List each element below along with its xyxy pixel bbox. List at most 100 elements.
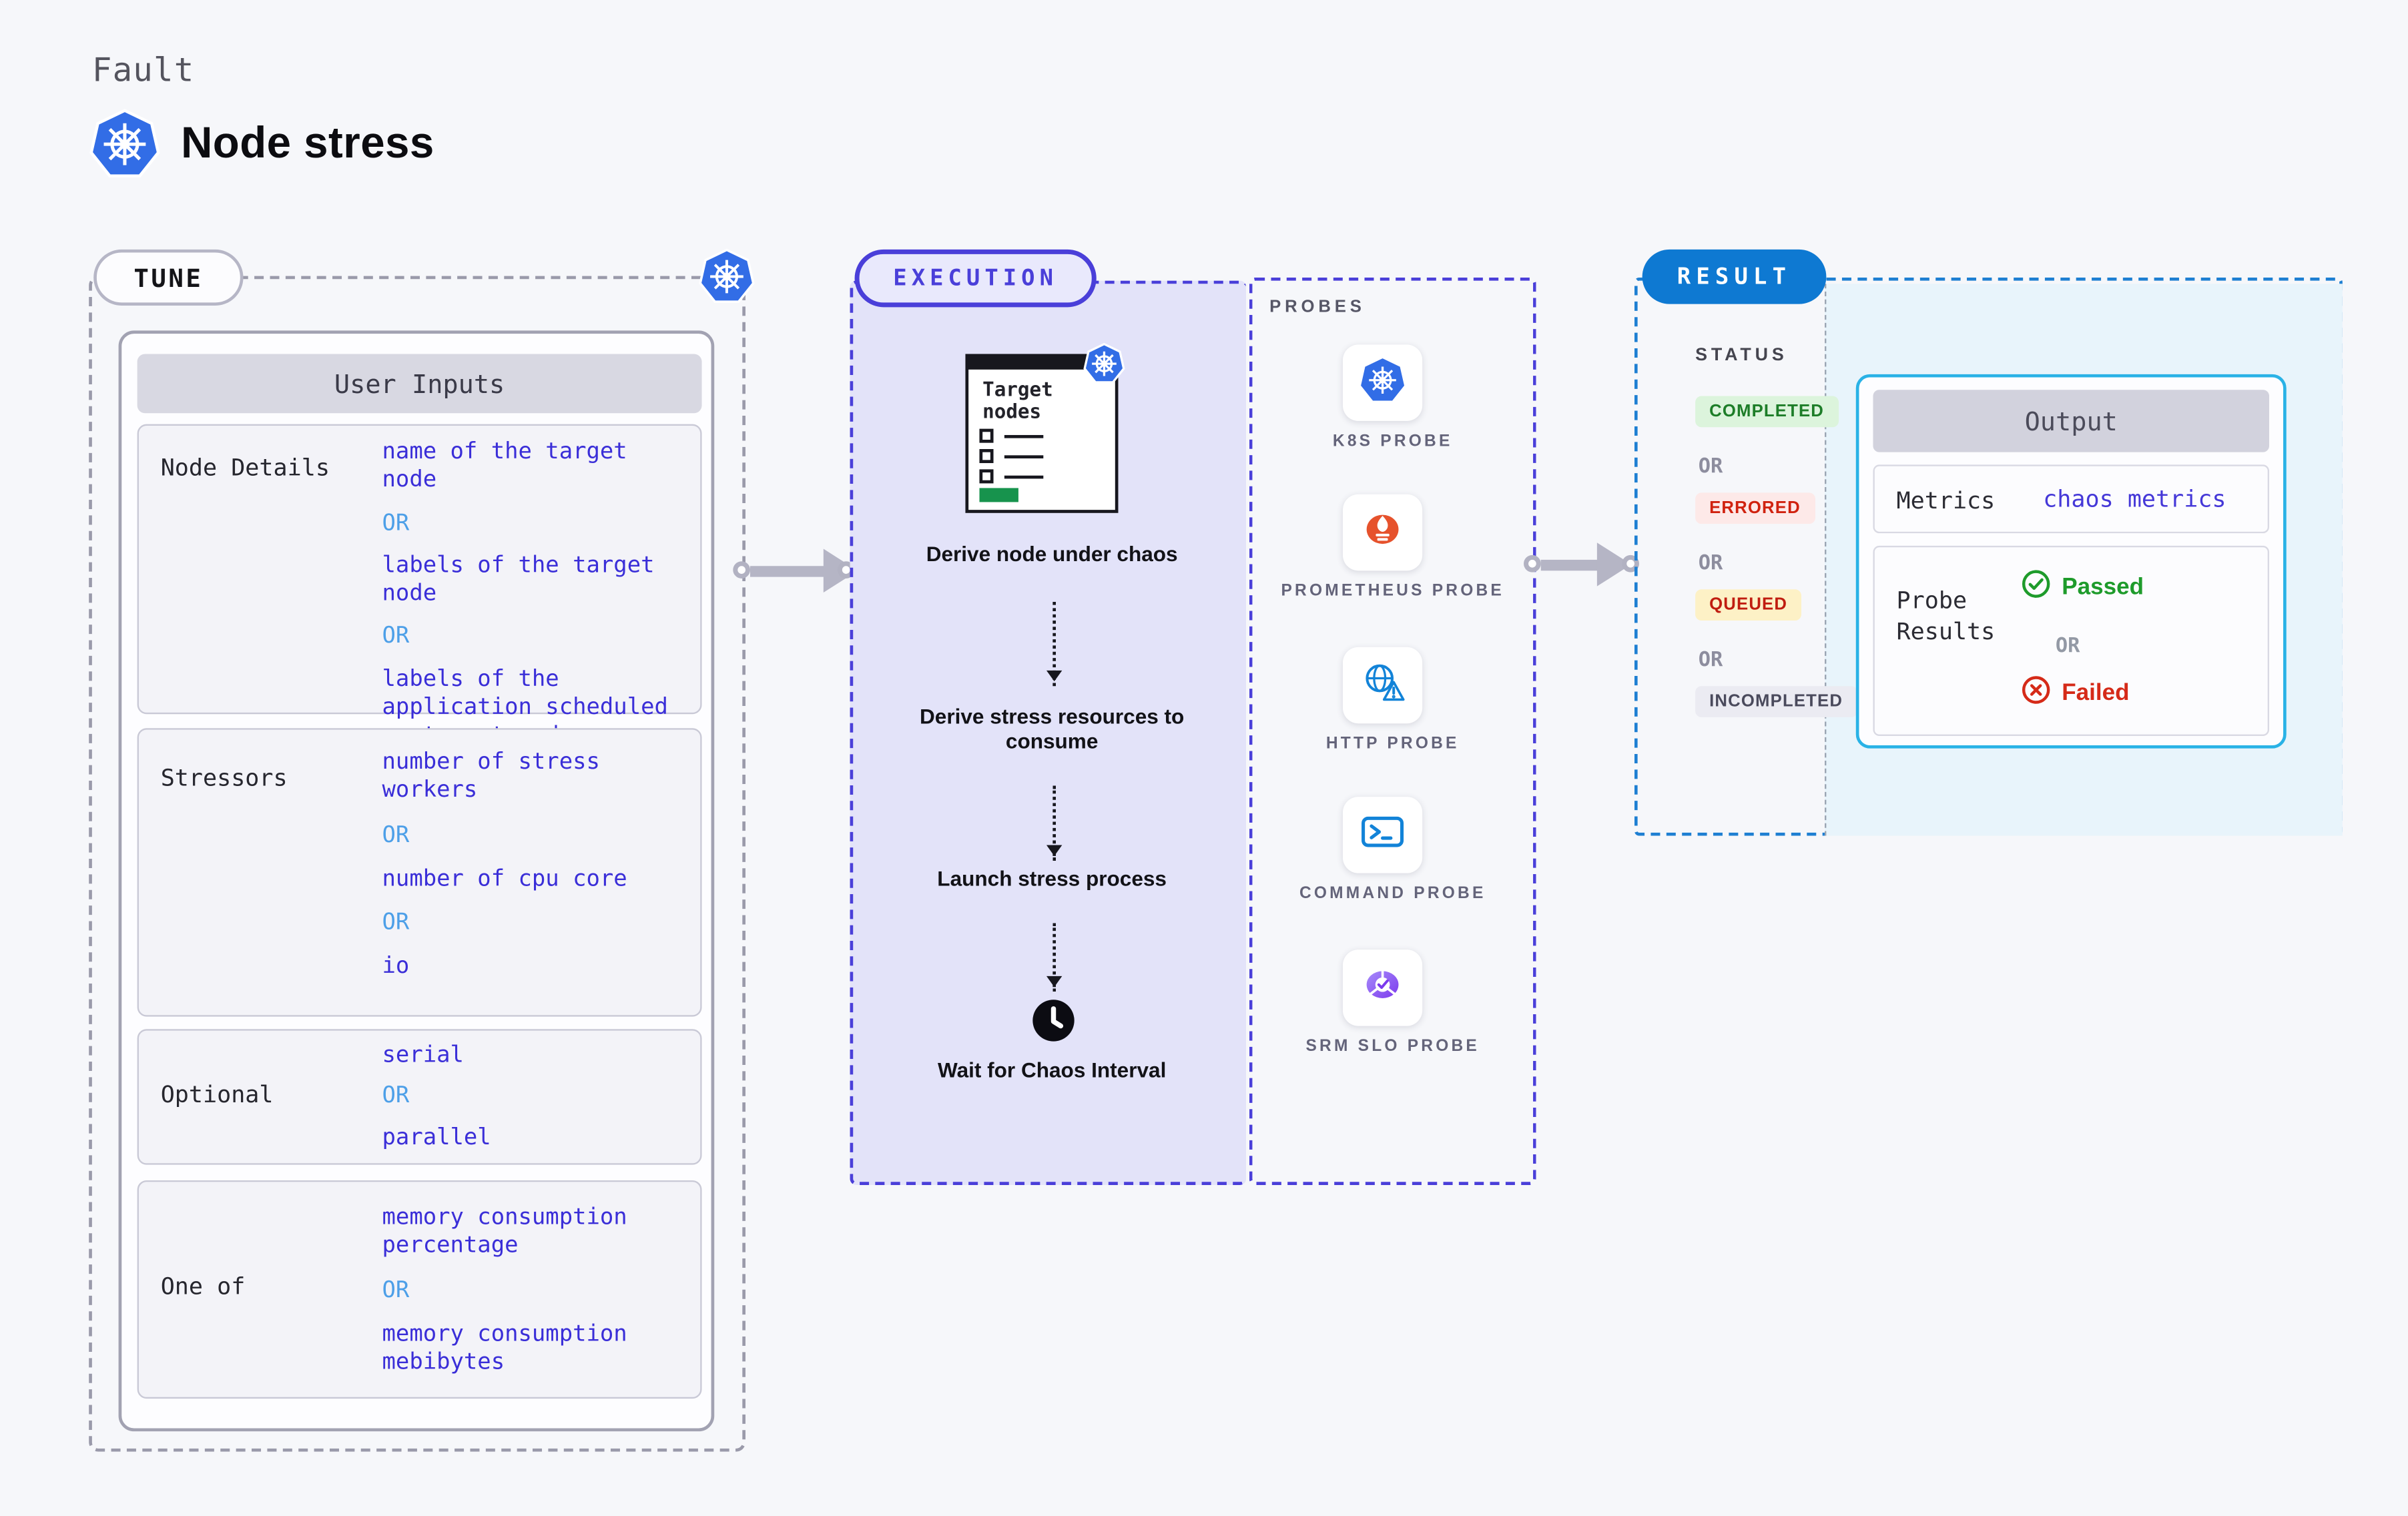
or-separator: OR xyxy=(382,1084,410,1110)
or-separator: OR xyxy=(382,910,410,936)
probe-card-command xyxy=(1342,797,1423,873)
probes-title: PROBES xyxy=(1269,298,1366,317)
or-separator: OR xyxy=(2055,635,2080,659)
status-title: STATUS xyxy=(1695,346,1788,365)
row-label: Optional xyxy=(160,1080,274,1109)
slo-pie-check-icon xyxy=(1358,960,1406,1015)
or-separator: OR xyxy=(382,822,410,848)
result-section: STATUS COMPLETED OR ERRORED OR QUEUED OR… xyxy=(1634,277,2343,836)
row-label: Node Details xyxy=(160,454,330,482)
metrics-value: chaos metrics xyxy=(2043,484,2226,513)
user-inputs-table: User Inputs Node Details name of the tar… xyxy=(118,330,715,1432)
flow-arrow xyxy=(1045,602,1062,687)
tune-badge: TUNE xyxy=(93,249,244,306)
row-values: serial OR parallel xyxy=(382,1042,691,1152)
execution-badge: EXECUTION xyxy=(854,249,1097,308)
or-separator: OR xyxy=(382,624,410,649)
x-circle-icon xyxy=(2021,675,2050,711)
kubernetes-icon xyxy=(697,246,757,306)
input-option: memory consumption percentage xyxy=(382,1205,627,1259)
status-badge-incompleted: INCOMPLETED xyxy=(1695,686,1857,717)
input-option: number of stress workers xyxy=(382,749,600,804)
kubernetes-icon xyxy=(1083,342,1126,385)
fault-eyebrow: Fault xyxy=(91,51,195,89)
row-label: One of xyxy=(160,1272,246,1300)
result-badge: RESULT xyxy=(1642,249,1827,304)
tune-section xyxy=(89,276,745,1452)
failed-line: Failed xyxy=(2021,675,2130,711)
probe-card-http xyxy=(1342,647,1423,724)
probe-label: COMMAND PROBE xyxy=(1299,883,1486,903)
list-line xyxy=(1004,434,1044,438)
row-values: number of stress workers OR number of cp… xyxy=(382,749,691,982)
arrow-shaft xyxy=(749,565,827,577)
passed-label: Passed xyxy=(2062,573,2144,601)
list-line xyxy=(1004,454,1044,459)
or-separator: OR xyxy=(382,1278,410,1303)
input-option: parallel xyxy=(382,1125,491,1150)
kubernetes-icon xyxy=(1358,356,1406,410)
table-row-one-of: One of memory consumption percentage OR … xyxy=(137,1180,702,1399)
button-bar xyxy=(979,488,1018,502)
or-separator: OR xyxy=(382,510,410,536)
or-separator: OR xyxy=(1698,649,1723,673)
clock-icon xyxy=(1031,998,1077,1044)
probe-results-row: Probe Results Passed OR xyxy=(1873,545,2270,736)
checkbox-icon xyxy=(979,448,994,464)
kubernetes-icon xyxy=(87,106,162,181)
target-nodes-title: Target nodes xyxy=(982,377,1053,423)
probe-card-srm-slo xyxy=(1342,950,1423,1026)
table-row-node-details: Node Details name of the target node OR … xyxy=(137,424,702,749)
probe-label: HTTP PROBE xyxy=(1325,734,1460,753)
probe-label: K8S PROBE xyxy=(1332,432,1453,451)
probe-results-label: Probe Results xyxy=(1896,586,1996,647)
flow-arrow xyxy=(1045,785,1062,861)
input-option: number of cpu core xyxy=(382,866,627,892)
list-line xyxy=(1004,474,1044,479)
step-derive-stress: Derive stress resources to consume xyxy=(920,705,1185,754)
step-derive-node: Derive node under chaos xyxy=(926,542,1178,566)
status-badge-queued: QUEUED xyxy=(1695,589,1802,621)
window-bar xyxy=(966,355,1115,370)
probe-card-k8s xyxy=(1342,344,1423,421)
target-nodes-card: Target nodes xyxy=(965,354,1119,513)
row-values: name of the target node OR labels of the… xyxy=(382,438,691,751)
check-circle-icon xyxy=(2021,569,2050,605)
input-option: io xyxy=(382,954,410,980)
metrics-label: Metrics xyxy=(1896,486,1996,515)
user-inputs-header: User Inputs xyxy=(137,354,702,414)
output-header: Output xyxy=(1873,390,2270,452)
step-launch-stress: Launch stress process xyxy=(937,867,1167,891)
input-option: labels of the target node xyxy=(382,553,655,607)
failed-label: Failed xyxy=(2062,679,2130,707)
input-option: name of the target node xyxy=(382,439,627,494)
probe-label: PROMETHEUS PROBE xyxy=(1281,581,1505,601)
probe-label: SRM SLO PROBE xyxy=(1305,1036,1480,1056)
prometheus-flame-icon xyxy=(1358,505,1406,560)
metrics-row: Metrics chaos metrics xyxy=(1873,464,2270,534)
status-badge-completed: COMPLETED xyxy=(1695,396,1839,428)
input-option: serial xyxy=(382,1043,464,1068)
checkbox-icon xyxy=(979,428,994,443)
or-separator: OR xyxy=(1698,552,1723,576)
checkbox-icon xyxy=(979,469,994,484)
or-separator: OR xyxy=(1698,455,1723,479)
status-badge-errored: ERRORED xyxy=(1695,492,1815,524)
step-wait-interval: Wait for Chaos Interval xyxy=(937,1058,1167,1082)
output-card: Output Metrics chaos metrics Probe Resul… xyxy=(1855,374,2287,749)
globe-alert-icon xyxy=(1358,658,1406,713)
probe-card-prometheus xyxy=(1342,494,1423,571)
probes-section: PROBES K8S PROBE xyxy=(1249,277,1536,1185)
table-row-optional: Optional serial OR parallel xyxy=(137,1029,702,1165)
arrow-shaft xyxy=(1540,558,1606,571)
flow-arrow xyxy=(1045,923,1062,992)
connector-dot xyxy=(1522,554,1540,573)
terminal-icon xyxy=(1358,807,1406,862)
execution-section: Target nodes Derive node under chaos De xyxy=(850,280,1247,1185)
input-option: memory consumption mebibytes xyxy=(382,1322,627,1376)
page-title: Node stress xyxy=(181,118,434,167)
row-values: memory consumption percentage OR memory … xyxy=(382,1204,691,1377)
table-row-stressors: Stressors number of stress workers OR nu… xyxy=(137,728,702,1017)
passed-line: Passed xyxy=(2021,569,2144,605)
